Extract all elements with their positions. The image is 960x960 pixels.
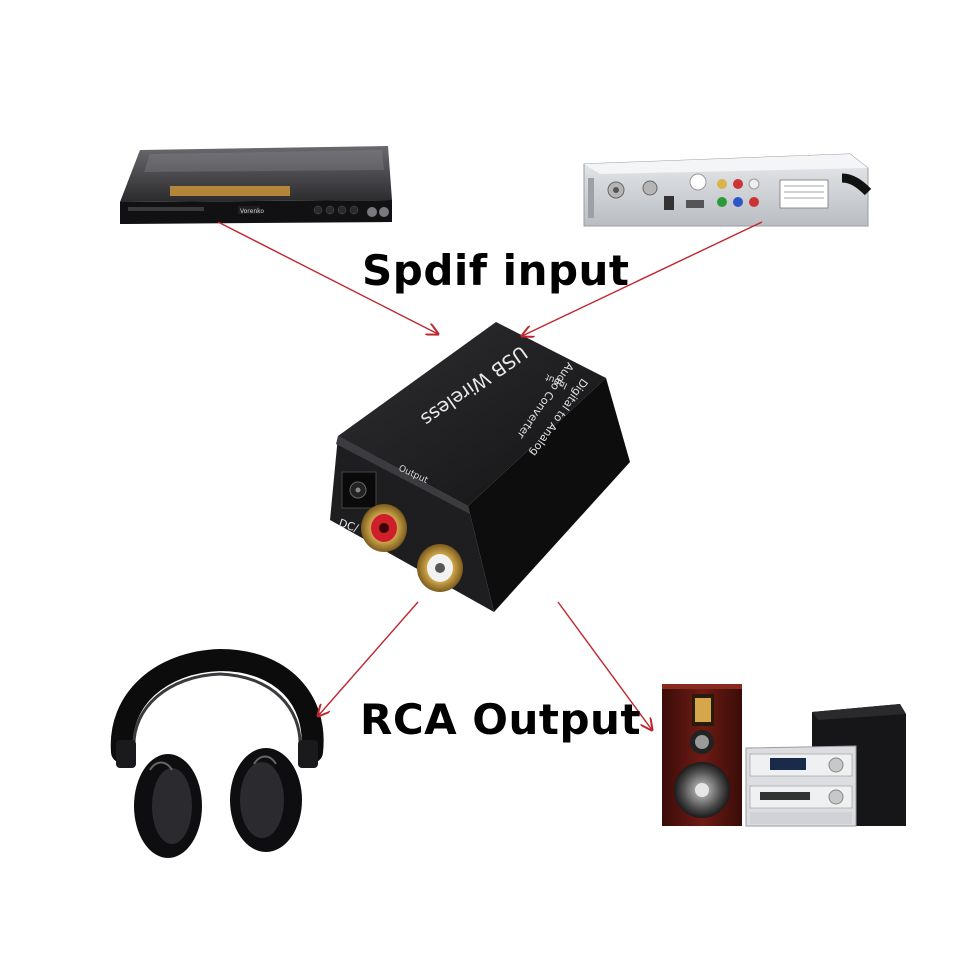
converter-power-port-label: DC/ — [337, 516, 360, 535]
rca-jack-red — [361, 504, 407, 552]
arrow-dvd-to-converter — [217, 221, 438, 334]
rca-jack-white — [417, 544, 463, 592]
dvd-front-badge: Vorenko — [240, 208, 264, 215]
hifi-speakers-image — [662, 684, 906, 827]
rca-output-caption: RCA Output — [360, 695, 642, 744]
arrow-converter-to-speakers — [557, 601, 652, 730]
set-top-box-image — [583, 153, 872, 227]
spdif-input-caption: Spdif input — [362, 246, 630, 295]
arrow-settopbox-to-converter — [522, 221, 763, 336]
dvd-player-image: Vorenko — [120, 146, 392, 224]
dac-converter-image: USB Wireless Digital to Analog Audio Con… — [330, 322, 630, 612]
headphones-image — [110, 648, 324, 858]
arrow-converter-to-headphones — [318, 601, 419, 716]
connection-arrows — [217, 221, 763, 730]
